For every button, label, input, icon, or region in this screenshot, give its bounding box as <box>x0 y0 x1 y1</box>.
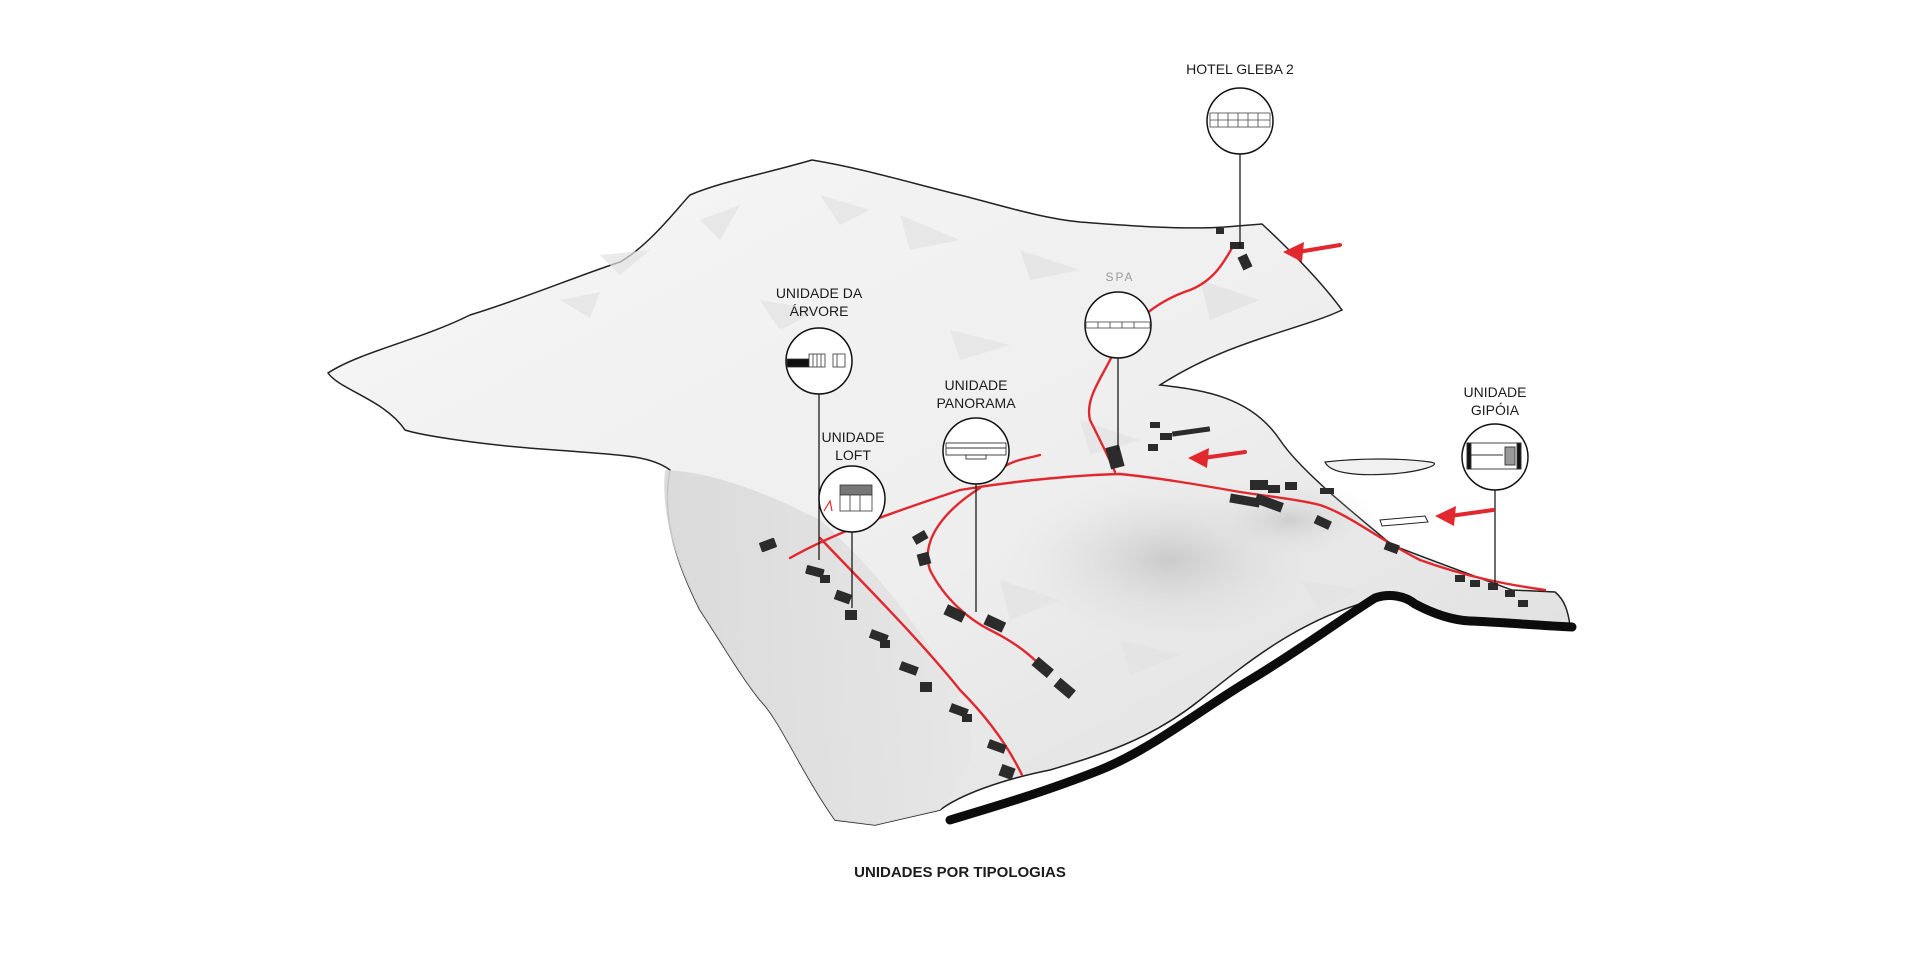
building <box>833 589 853 605</box>
buildings <box>759 228 1528 781</box>
gipoia-icon <box>1466 442 1522 470</box>
label-unidade-loft: UNIDADE LOFT <box>798 428 908 464</box>
label-line: ÁRVORE <box>789 303 849 319</box>
building <box>1505 590 1515 597</box>
arrow-left-icon <box>1188 448 1247 468</box>
callout-hotel <box>1206 87 1274 155</box>
route-panorama <box>926 486 1042 667</box>
spa-icon <box>1085 321 1151 329</box>
building <box>1105 444 1125 470</box>
arvore-icon <box>786 353 846 368</box>
callout-arvore <box>785 327 853 395</box>
building <box>1313 514 1332 530</box>
callout-panorama <box>942 417 1010 485</box>
building <box>998 763 1016 781</box>
building <box>820 575 830 583</box>
label-unidade-arvore: UNIDADE DA ÁRVORE <box>759 284 879 320</box>
building <box>1160 433 1172 440</box>
peninsula <box>1324 458 1436 476</box>
label-line: UNIDADE <box>944 377 1008 393</box>
building <box>1285 482 1297 490</box>
label-spa: SPA <box>1070 268 1170 286</box>
building <box>1320 488 1334 494</box>
arrow-left-icon <box>1283 242 1342 262</box>
building <box>1250 480 1268 490</box>
label-line: UNIDADE <box>821 429 885 445</box>
building <box>1148 444 1158 451</box>
building <box>1171 426 1211 437</box>
arrow-left-icon <box>1435 506 1495 526</box>
label-hotel-gleba-2: HOTEL GLEBA 2 <box>1170 60 1310 78</box>
building <box>880 640 890 648</box>
building <box>1053 677 1076 700</box>
building <box>1229 493 1261 508</box>
building <box>1254 493 1284 513</box>
building <box>911 530 929 545</box>
label-line: SPA <box>1105 270 1135 284</box>
building <box>759 537 777 553</box>
building <box>1150 422 1160 428</box>
label-unidade-panorama: UNIDADE PANORAMA <box>916 376 1036 412</box>
building <box>1268 485 1280 493</box>
building <box>920 682 932 692</box>
hotel-icon <box>1209 112 1271 128</box>
callout-spa <box>1084 291 1152 359</box>
building <box>1488 583 1498 590</box>
building <box>898 661 919 676</box>
route-main <box>788 472 1547 592</box>
pier <box>1379 515 1429 527</box>
building <box>1230 242 1244 249</box>
building <box>962 714 972 722</box>
building <box>1455 575 1465 582</box>
callout-loft <box>818 465 886 533</box>
building <box>1237 253 1253 271</box>
building <box>1470 580 1480 587</box>
callout-gipoia <box>1461 423 1529 491</box>
terrain-shaded-slope <box>664 470 972 825</box>
label-line: UNIDADE DA <box>775 285 863 301</box>
label-line: LOFT <box>835 447 871 463</box>
building <box>1383 540 1400 555</box>
building <box>805 565 825 578</box>
building <box>845 610 857 620</box>
building <box>1031 656 1054 679</box>
building <box>983 614 1007 633</box>
leader-lines <box>818 154 1496 612</box>
building <box>986 739 1007 754</box>
label-line: PANORAMA <box>936 395 1016 411</box>
label-line: HOTEL GLEBA 2 <box>1186 61 1294 77</box>
building <box>943 604 967 623</box>
label-line: GIPÓIA <box>1470 402 1520 418</box>
label-unidade-gipoia: UNIDADE GIPÓIA <box>1440 383 1550 419</box>
building <box>916 551 932 567</box>
building <box>1216 228 1224 234</box>
label-line: UNIDADE <box>1463 384 1527 400</box>
diagram-caption: UNIDADES POR TIPOLOGIAS <box>854 864 1066 881</box>
loft-icon <box>823 484 873 512</box>
panorama-icon <box>945 442 1007 460</box>
terrain-front-edge <box>945 591 1577 825</box>
building <box>1518 600 1528 607</box>
